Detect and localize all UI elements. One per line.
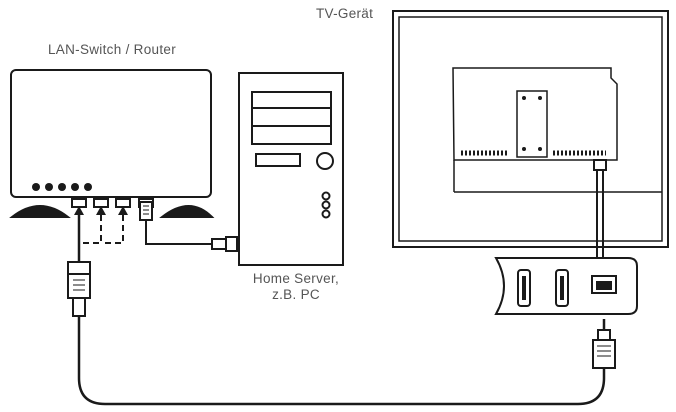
connection-box-icon <box>494 257 638 315</box>
router-icon <box>9 69 215 218</box>
router-label: LAN-Switch / Router <box>48 42 176 57</box>
pc-tower-icon <box>238 72 344 266</box>
server-label: Home Server, z.B. PC <box>236 271 356 303</box>
arrow-up-icon <box>74 206 128 215</box>
lan-cable-router-tv <box>77 215 606 406</box>
rj45-plug-icon <box>67 261 91 317</box>
tv-back-icon <box>392 10 669 248</box>
server-label-line2: z.B. PC <box>272 287 320 302</box>
rj45-plug-icon <box>592 329 616 369</box>
tv-box-cable <box>593 159 607 258</box>
tv-label: TV-Gerät <box>316 6 374 21</box>
optional-cables-icon <box>82 215 124 244</box>
server-label-line1: Home Server, <box>252 271 340 286</box>
lan-cable-router-server <box>139 201 238 252</box>
